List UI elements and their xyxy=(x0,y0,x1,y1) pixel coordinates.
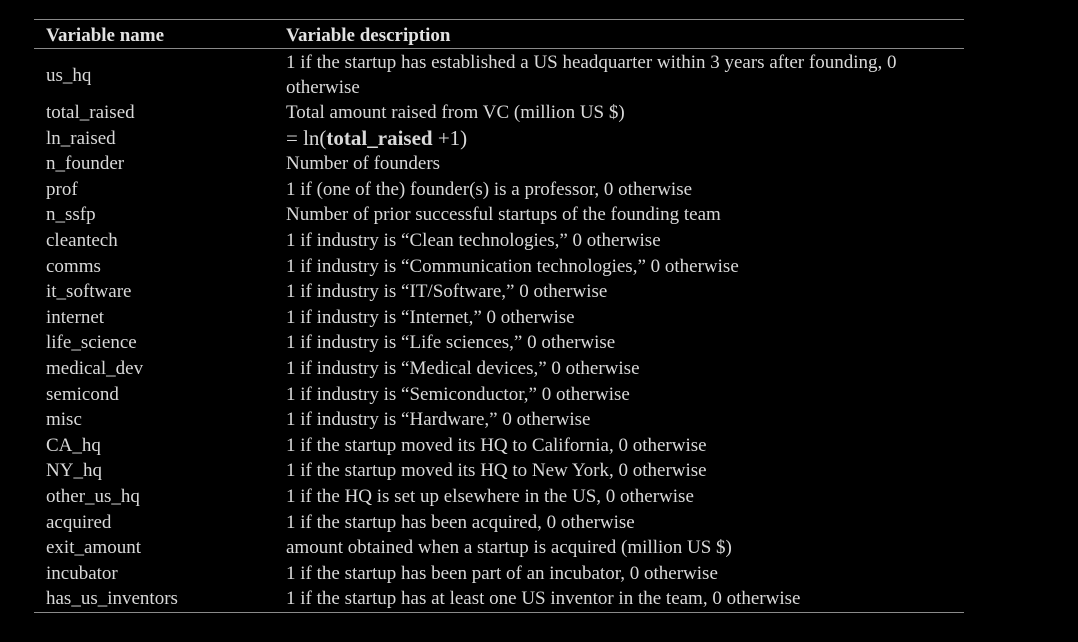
variable-description: 1 if industry is “Communication technolo… xyxy=(286,255,739,277)
variable-description: 1 if industry is “Medical devices,” 0 ot… xyxy=(286,357,640,379)
variable-description: 1 if the startup moved its HQ to Califor… xyxy=(286,434,707,456)
table-row: medical_dev 1 if industry is “Medical de… xyxy=(34,356,964,382)
table-row: semicond 1 if industry is “Semiconductor… xyxy=(34,382,964,408)
variable-name: total_raised xyxy=(46,102,135,123)
table-row: CA_hq 1 if the startup moved its HQ to C… xyxy=(34,433,964,459)
header-rule xyxy=(34,48,964,49)
table-row: life_science 1 if industry is “Life scie… xyxy=(34,330,964,356)
table-row: it_software 1 if industry is “IT/Softwar… xyxy=(34,279,964,305)
variable-description: Total amount raised from VC (million US … xyxy=(286,102,625,123)
variable-name: it_software xyxy=(46,281,132,303)
table-row: NY_hq 1 if the startup moved its HQ to N… xyxy=(34,458,964,484)
header-variable-description: Variable description xyxy=(286,25,451,46)
table-row: ln_raised = ln(total_raised +1) xyxy=(34,126,964,152)
top-rule xyxy=(34,19,964,20)
variable-description: 1 if the startup has at least one US inv… xyxy=(286,588,801,610)
variable-name: internet xyxy=(46,306,105,328)
table-row: acquired 1 if the startup has been acqui… xyxy=(34,510,964,536)
variable-name: exit_amount xyxy=(46,537,141,559)
variable-description: 1 if (one of the) founder(s) is a profes… xyxy=(286,178,693,200)
variable-name: acquired xyxy=(46,511,112,533)
table-row: prof 1 if (one of the) founder(s) is a p… xyxy=(34,177,964,203)
table-row: comms 1 if industry is “Communication te… xyxy=(34,254,964,280)
variable-description: 1 if the startup moved its HQ to New Yor… xyxy=(286,460,707,482)
variable-name: misc xyxy=(46,409,82,431)
variable-name: has_us_inventors xyxy=(46,588,178,610)
variable-name: comms xyxy=(46,255,101,277)
table-row: total_raised Total amount raised from VC… xyxy=(34,100,964,126)
table-header: Variable name Variable description xyxy=(34,20,964,48)
variable-description: 1 if industry is “Life sciences,” 0 othe… xyxy=(286,332,616,354)
variable-name: prof xyxy=(46,178,78,200)
table-row: us_hq 1 if the startup has established a… xyxy=(34,50,964,100)
table-row: cleantech 1 if industry is “Clean techno… xyxy=(34,228,964,254)
header-variable-name: Variable name xyxy=(46,25,165,46)
variable-name: medical_dev xyxy=(46,357,144,379)
variable-description: amount obtained when a startup is acquir… xyxy=(286,537,732,559)
table-row: exit_amount amount obtained when a start… xyxy=(34,535,964,561)
variable-name: ln_raised xyxy=(46,127,116,149)
variable-description: 1 if the startup has been part of an inc… xyxy=(286,562,718,584)
table-row: misc 1 if industry is “Hardware,” 0 othe… xyxy=(34,407,964,433)
variable-table: Variable name Variable description us_hq… xyxy=(34,19,964,613)
variable-name: semicond xyxy=(46,383,119,405)
variable-description: 1 if the startup has been acquired, 0 ot… xyxy=(286,511,635,533)
variable-name: cleantech xyxy=(46,229,118,251)
table-body: us_hq 1 if the startup has established a… xyxy=(34,49,964,612)
variable-description: 1 if industry is “IT/Software,” 0 otherw… xyxy=(286,281,608,303)
table-row: has_us_inventors 1 if the startup has at… xyxy=(34,586,964,612)
variable-description: 1 if industry is “Hardware,” 0 otherwise xyxy=(286,409,591,431)
bottom-rule xyxy=(34,611,964,613)
variable-description: Number of prior successful startups of t… xyxy=(286,204,721,226)
variable-formula: = ln(total_raised +1) xyxy=(286,126,964,152)
variable-description: 1 if industry is “Clean technologies,” 0… xyxy=(286,229,661,251)
variable-name: life_science xyxy=(46,332,137,354)
formula-suffix: +1) xyxy=(432,125,468,150)
variable-name: other_us_hq xyxy=(46,485,140,507)
table-row: n_founder Number of founders xyxy=(34,151,964,177)
table-row: internet 1 if industry is “Internet,” 0 … xyxy=(34,305,964,331)
variable-name: n_ssfp xyxy=(46,204,96,226)
variable-description: 1 if the startup has established a US he… xyxy=(286,52,897,98)
variable-description: 1 if industry is “Semiconductor,” 0 othe… xyxy=(286,383,630,405)
formula-prefix: = ln( xyxy=(286,125,327,150)
variable-name: NY_hq xyxy=(46,460,102,482)
table-row: n_ssfp Number of prior successful startu… xyxy=(34,202,964,228)
table-row: other_us_hq 1 if the HQ is set up elsewh… xyxy=(34,484,964,510)
formula-variable: total_raised xyxy=(326,125,433,150)
table-row: incubator 1 if the startup has been part… xyxy=(34,561,964,587)
variable-description: Number of founders xyxy=(286,153,441,175)
variable-name: incubator xyxy=(46,562,118,584)
variable-description: 1 if the HQ is set up elsewhere in the U… xyxy=(286,485,694,507)
variable-name: n_founder xyxy=(46,153,125,175)
variable-name: CA_hq xyxy=(46,434,101,456)
variable-name: us_hq xyxy=(46,64,92,86)
variable-description: 1 if industry is “Internet,” 0 otherwise xyxy=(286,306,575,328)
